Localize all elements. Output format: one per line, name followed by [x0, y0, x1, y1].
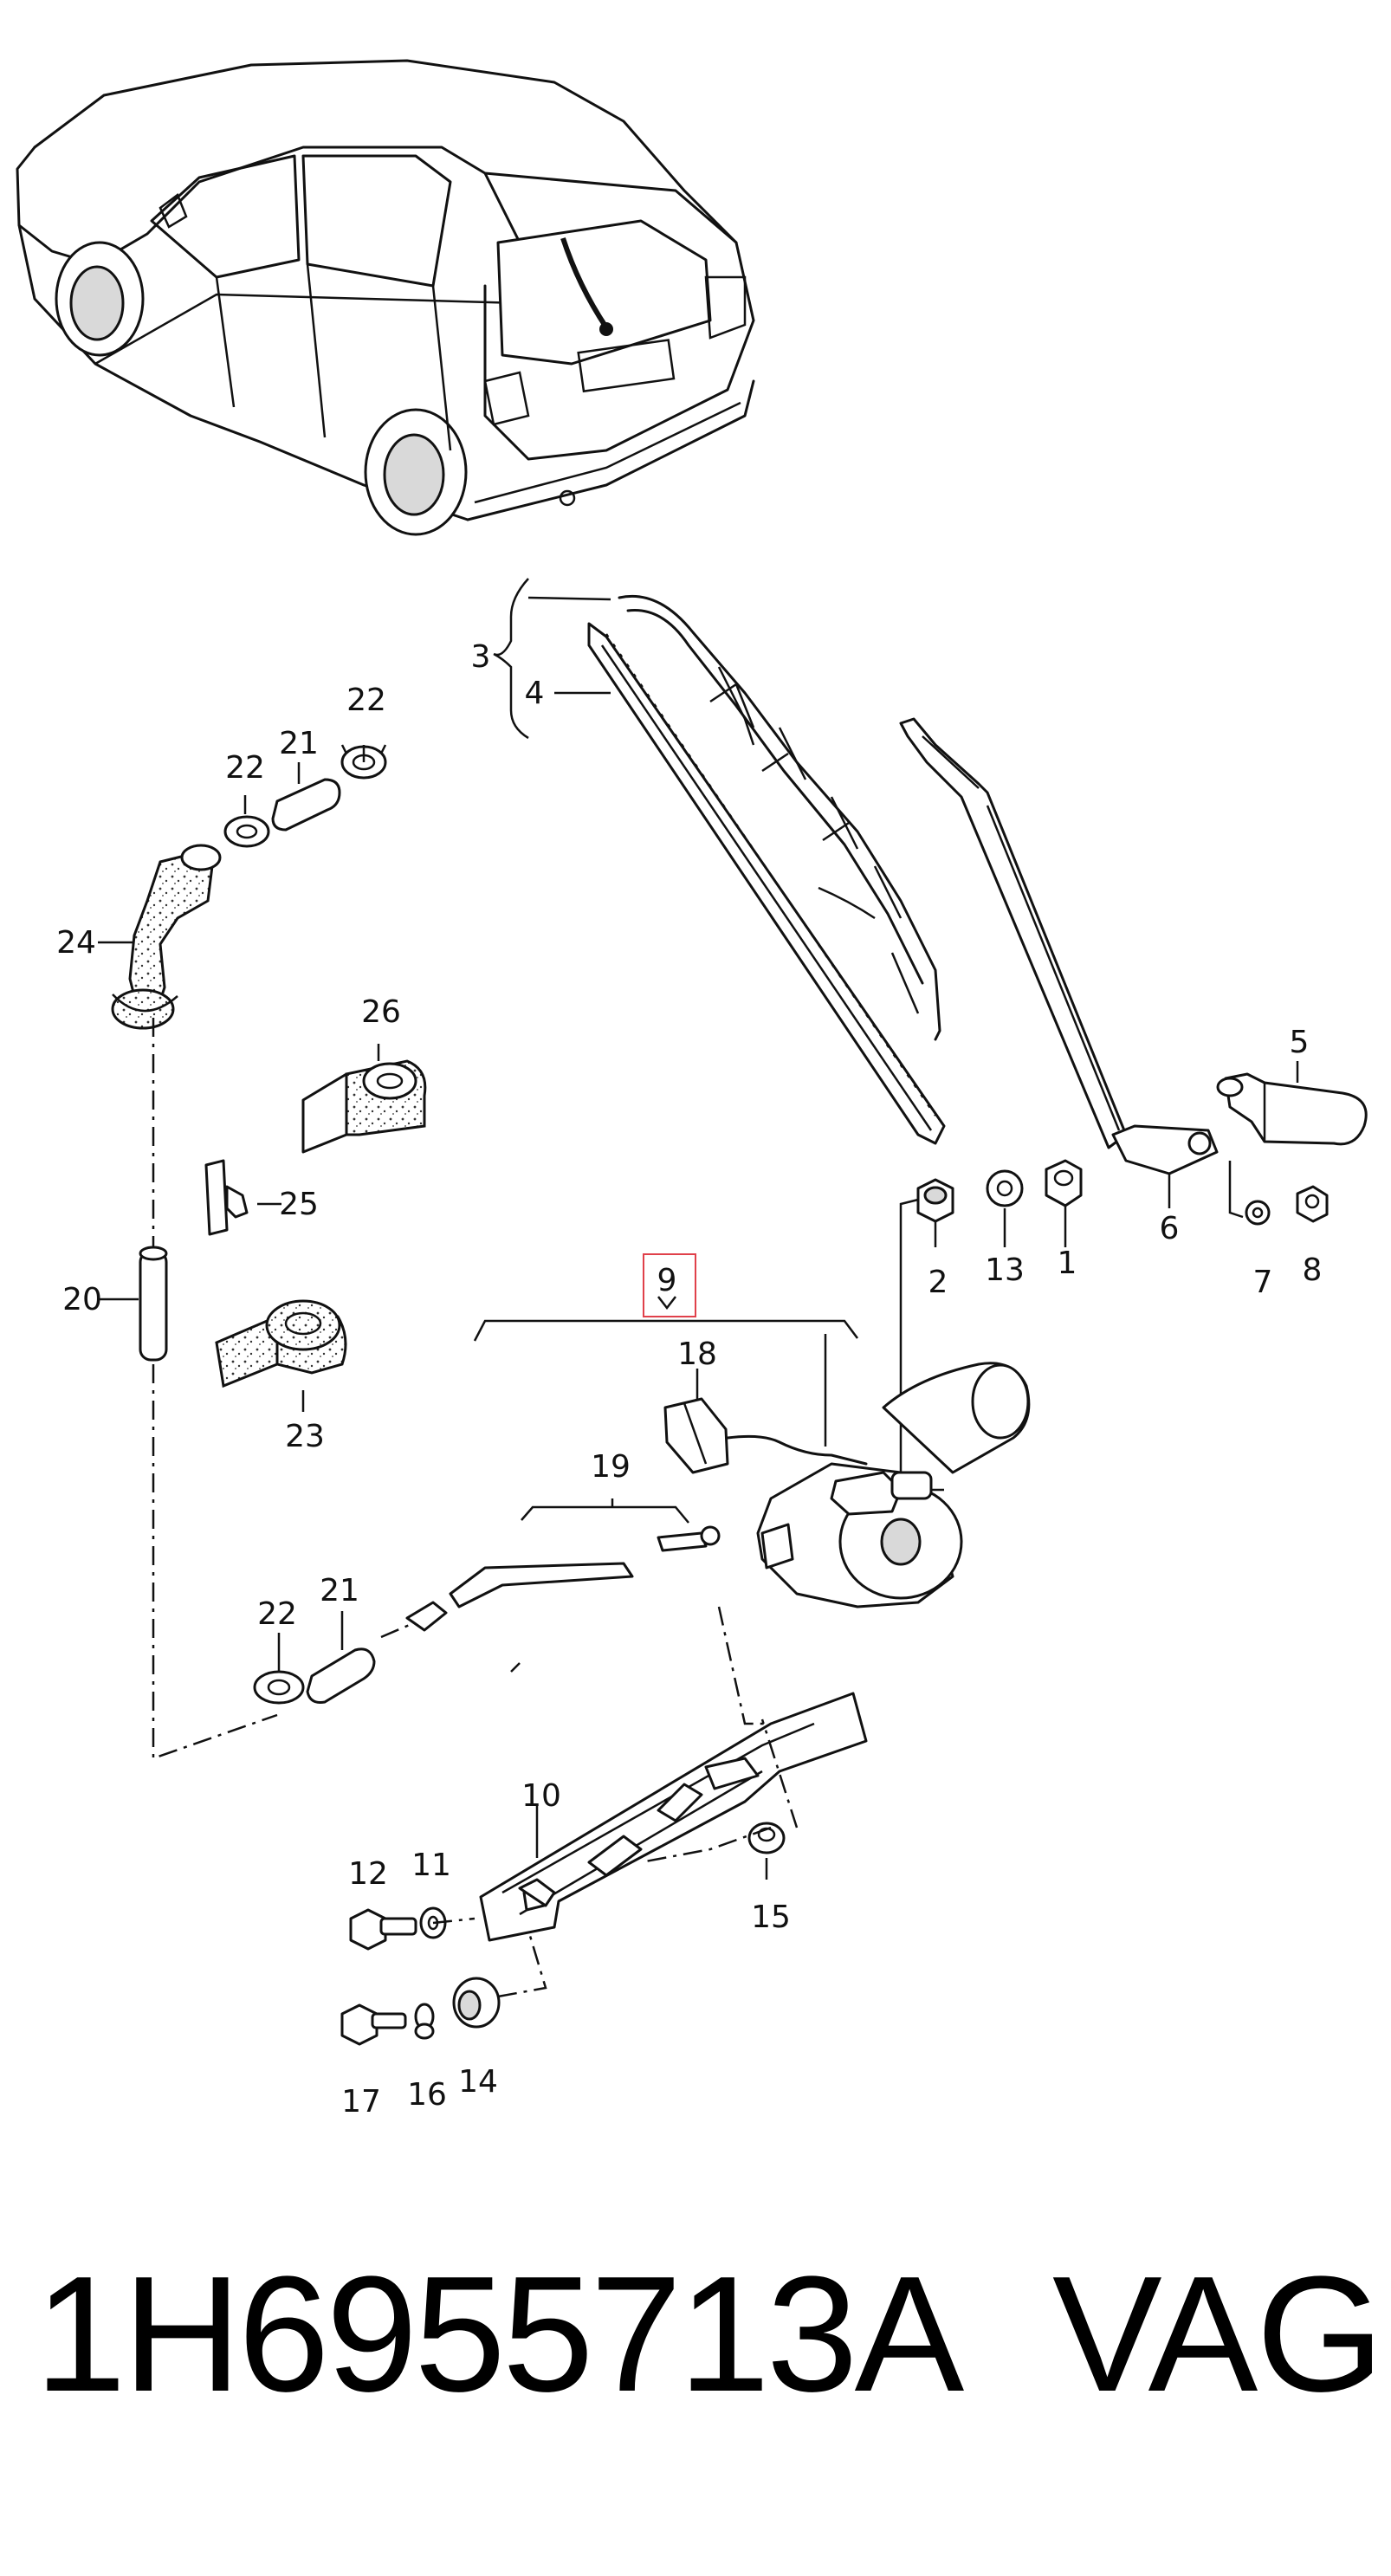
callout-leaders [98, 745, 1299, 1880]
callout-14: 14 [458, 2064, 498, 2100]
callout-3: 3 [471, 639, 491, 675]
callout-8: 8 [1303, 1252, 1323, 1288]
callout-13: 13 [985, 1252, 1025, 1288]
callout-5: 5 [1290, 1025, 1310, 1060]
highlight-box-9 [643, 1253, 696, 1317]
callout-23: 23 [285, 1419, 325, 1454]
callout-2: 2 [928, 1265, 948, 1300]
brand-name: VAG [1052, 2243, 1384, 2426]
callout-10: 10 [521, 1778, 561, 1814]
callout-12: 12 [348, 1856, 388, 1892]
callout-15: 15 [751, 1900, 791, 1935]
callout-21a: 21 [279, 726, 319, 761]
wiper-motor-assembly [380, 1319, 1031, 1725]
callout-19: 19 [591, 1449, 631, 1485]
callout-22a: 22 [346, 683, 386, 718]
callout-22b: 22 [225, 750, 265, 786]
callout-17: 17 [341, 2084, 381, 2120]
callout-16: 16 [407, 2077, 447, 2113]
callout-18: 18 [677, 1337, 717, 1372]
callout-21b: 21 [320, 1573, 359, 1608]
car-illustration [16, 59, 755, 536]
mounting-bracket-assembly [340, 1692, 868, 2046]
callout-7: 7 [1253, 1265, 1273, 1300]
callout-26: 26 [361, 994, 401, 1030]
wiper-arm-assembly [899, 717, 1368, 1492]
part-number: 1H6955713A [35, 2243, 964, 2426]
washer-hose-assembly [111, 744, 427, 1760]
callout-11: 11 [411, 1848, 451, 1883]
callout-1: 1 [1058, 1246, 1077, 1281]
callout-6: 6 [1160, 1211, 1180, 1246]
callout-9: 9 [657, 1263, 677, 1298]
callout-4: 4 [525, 676, 545, 711]
callout-20: 20 [62, 1282, 102, 1317]
wiper-blade-assembly [493, 578, 946, 1145]
callout-labels: 1 2 3 4 5 6 7 8 9 10 11 12 13 14 15 16 1… [56, 639, 1322, 2120]
callout-25: 25 [279, 1187, 319, 1222]
callout-24: 24 [56, 925, 96, 961]
callout-22c: 22 [257, 1596, 297, 1632]
